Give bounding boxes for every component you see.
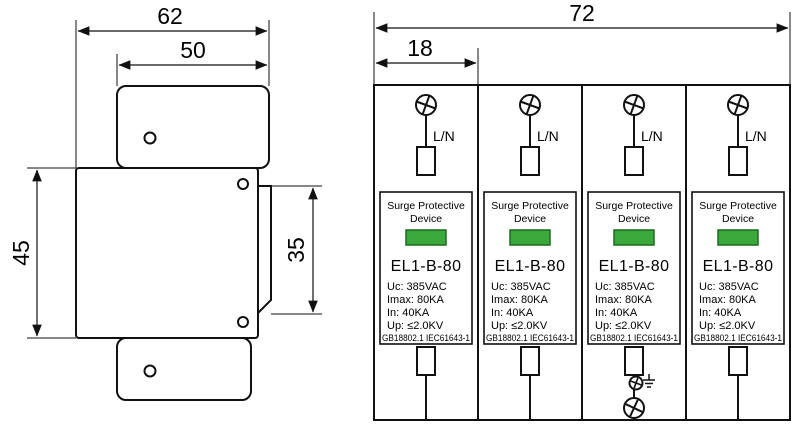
label-plate (483, 191, 577, 345)
screw-head-icon (415, 94, 437, 116)
model-label: EL1-B-80 (495, 258, 566, 275)
bottom-terminal (728, 346, 748, 376)
standard-label: GB18802.1 IEC61643-1 (486, 333, 574, 343)
mounting-hole-top (143, 131, 157, 145)
model-label: EL1-B-80 (599, 258, 670, 275)
spec-in: In: 40KA (595, 307, 638, 319)
dim-18-label: 18 (407, 35, 433, 61)
side-view: 62 50 45 35 (8, 3, 322, 401)
device-title-line2: Device (722, 213, 754, 225)
spec-up: Up: ≤2.0KV (699, 320, 756, 332)
dim-upper-width-side: 50 (116, 37, 268, 86)
device-title-line1: Surge Protective (387, 200, 465, 212)
mounting-hole-right-upper (237, 178, 249, 190)
bottom-terminal (416, 346, 436, 376)
standard-label: GB18802.1 IEC61643-1 (590, 333, 678, 343)
screw-head-icon (519, 94, 541, 116)
din-rail-clip (257, 185, 272, 314)
mounting-hole-bottom (143, 364, 157, 378)
spec-uc: Uc: 385VAC (595, 281, 655, 293)
top-terminal (416, 146, 436, 176)
ground-terminal (623, 374, 655, 419)
device-title-line2: Device (514, 213, 546, 225)
spec-up: Up: ≤2.0KV (387, 320, 444, 332)
ground-screw-icon (623, 397, 645, 419)
terminal-label: L/N (433, 128, 455, 144)
spec-in: In: 40KA (699, 307, 742, 319)
bottom-terminal (520, 346, 540, 376)
status-indicator-window (717, 229, 759, 246)
terminal-label: L/N (537, 128, 559, 144)
spec-uc: Uc: 385VAC (387, 281, 447, 293)
model-label: EL1-B-80 (703, 258, 774, 275)
status-indicator-window (509, 229, 551, 246)
dim-62-label: 62 (157, 3, 183, 29)
spd-module-1: L/N Surge Protective Device EL1-B-80 Uc:… (379, 94, 473, 420)
standard-label: GB18802.1 IEC61643-1 (694, 333, 782, 343)
bottom-terminal (624, 346, 644, 376)
label-plate (691, 191, 785, 345)
spec-in: In: 40KA (387, 307, 430, 319)
spec-up: Up: ≤2.0KV (595, 320, 652, 332)
device-title-line1: Surge Protective (595, 200, 673, 212)
spd-module-2: L/N Surge Protective Device EL1-B-80 Uc:… (483, 94, 577, 420)
screw-head-icon (727, 94, 749, 116)
dim-total-width-front: 72 (373, 0, 791, 85)
top-terminal (728, 146, 748, 176)
label-plate (379, 191, 473, 345)
spd-module-3: L/N Surge Protective Device EL1-B-80 Uc:… (587, 94, 681, 420)
status-indicator-window (613, 229, 655, 246)
spec-uc: Uc: 385VAC (491, 281, 551, 293)
dim-total-width-side: 62 (75, 3, 270, 168)
dim-50-label: 50 (180, 37, 206, 63)
dim-body-height-side: 45 (8, 167, 76, 339)
dim-72-label: 72 (569, 0, 595, 26)
device-title-line1: Surge Protective (491, 200, 569, 212)
upper-housing (116, 85, 270, 169)
device-title-line1: Surge Protective (699, 200, 777, 212)
dim-35-label: 35 (283, 237, 309, 263)
terminal-label: L/N (745, 128, 767, 144)
spec-in: In: 40KA (491, 307, 534, 319)
earth-symbol-icon (643, 374, 655, 388)
status-indicator-window (405, 229, 447, 246)
screw-head-icon (623, 94, 645, 116)
spec-imax: Imax: 80KA (491, 294, 549, 306)
spec-up: Up: ≤2.0KV (491, 320, 548, 332)
device-title-line2: Device (410, 213, 442, 225)
lower-housing (116, 337, 252, 401)
terminal-label: L/N (641, 128, 663, 144)
spec-imax: Imax: 80KA (595, 294, 653, 306)
spec-imax: Imax: 80KA (387, 294, 445, 306)
label-plate (587, 191, 681, 345)
dim-45-label: 45 (8, 240, 34, 266)
front-view: 72 18 L/N Surge Protective Dev (373, 0, 791, 421)
top-terminal (624, 146, 644, 176)
dim-module-width-front: 18 (375, 35, 479, 85)
spec-uc: Uc: 385VAC (699, 281, 759, 293)
dim-clip-height-side: 35 (271, 185, 322, 315)
model-label: EL1-B-80 (391, 258, 462, 275)
mounting-hole-right-lower (237, 316, 249, 328)
device-title-line2: Device (618, 213, 650, 225)
standard-label: GB18802.1 IEC61643-1 (382, 333, 470, 343)
top-terminal (520, 146, 540, 176)
main-body (75, 167, 259, 339)
spec-imax: Imax: 80KA (699, 294, 757, 306)
earth-screw-icon (628, 375, 644, 391)
spd-module-4: L/N Surge Protective Device EL1-B-80 Uc:… (691, 94, 785, 420)
